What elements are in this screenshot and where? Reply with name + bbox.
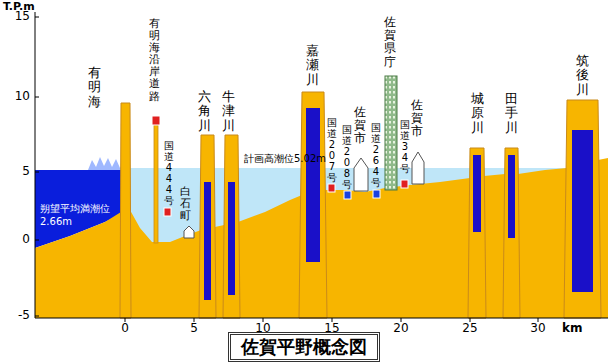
vertical-label: 六角川 bbox=[198, 90, 211, 133]
vertical-label: 白石町 bbox=[180, 186, 191, 222]
vertical-label: 佐賀市 bbox=[354, 106, 366, 146]
label: 朔望平均満潮位 bbox=[40, 203, 110, 214]
vertical-label: 国道444号 bbox=[164, 140, 174, 206]
vertical-label: 国道207号 bbox=[327, 117, 337, 183]
vertical-label: 有明海沿岸道路 bbox=[149, 18, 160, 103]
axes bbox=[35, 12, 608, 322]
vertical-label: 筑後川 bbox=[576, 54, 589, 97]
diagram-title: 佐賀平野概念図 bbox=[228, 332, 380, 362]
levees bbox=[120, 92, 601, 318]
label: 0 bbox=[22, 233, 30, 246]
label: 30 bbox=[530, 322, 545, 335]
label: 10 bbox=[15, 90, 30, 103]
vertical-label: 田手川 bbox=[505, 92, 518, 135]
vertical-label: 国道264号 bbox=[371, 122, 381, 188]
label: 2.66m bbox=[40, 216, 72, 227]
road-pier bbox=[154, 125, 158, 243]
label: -5 bbox=[18, 309, 30, 322]
vertical-label: 佐賀市 bbox=[411, 99, 423, 139]
label: 20 bbox=[393, 322, 408, 335]
label: 0 bbox=[121, 322, 129, 335]
river-channels bbox=[204, 108, 593, 300]
waves bbox=[88, 157, 125, 170]
vertical-label: 佐賀県庁 bbox=[384, 16, 396, 69]
label: 計画高潮位5.02m bbox=[244, 153, 326, 164]
label: km bbox=[562, 322, 582, 335]
vertical-label: 有明海 bbox=[88, 66, 101, 109]
vertical-label: 牛津川 bbox=[222, 90, 235, 133]
vertical-label: 嘉瀬川 bbox=[306, 44, 319, 87]
label: 25 bbox=[462, 322, 477, 335]
label: 15 bbox=[15, 10, 30, 23]
label: 5 bbox=[22, 165, 30, 178]
label: 5 bbox=[190, 322, 198, 335]
vertical-label: 国道208号 bbox=[342, 124, 352, 190]
vertical-label: 国道34号 bbox=[400, 119, 410, 174]
office-building bbox=[385, 76, 397, 190]
vertical-label: 城原川 bbox=[471, 92, 484, 135]
